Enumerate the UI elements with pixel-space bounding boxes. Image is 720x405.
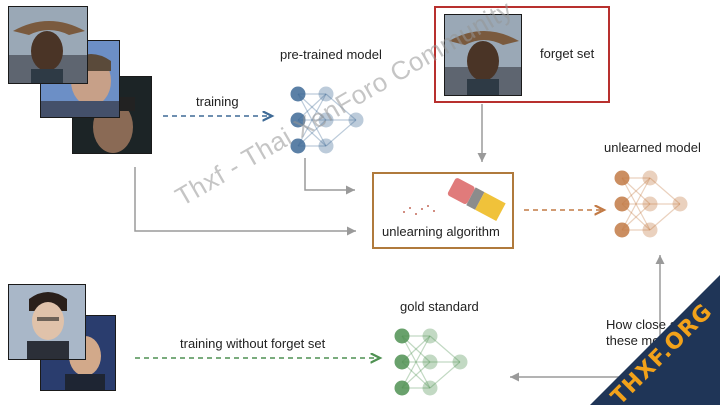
pretrained-model-network-icon bbox=[290, 86, 364, 154]
unlearned-model-label: unlearned model bbox=[604, 140, 701, 155]
training-without-forget-label: training without forget set bbox=[180, 336, 326, 351]
network-node bbox=[318, 86, 334, 102]
unlearning-algorithm-box: unlearning algorithm bbox=[372, 172, 514, 249]
network-node bbox=[614, 222, 630, 238]
forget-set-label: forget set bbox=[540, 46, 595, 61]
network-node bbox=[348, 112, 364, 128]
network-node bbox=[614, 170, 630, 186]
network-node bbox=[290, 86, 306, 102]
network-node bbox=[318, 138, 334, 154]
network-node bbox=[290, 138, 306, 154]
network-node bbox=[642, 196, 658, 212]
network-edge bbox=[325, 93, 357, 121]
network-edge bbox=[621, 177, 651, 231]
forget-set-box: forget set bbox=[434, 6, 610, 103]
pretrained-model-label: pre-trained model bbox=[280, 47, 382, 62]
site-badge: THXF.ORG bbox=[590, 275, 720, 405]
network-node bbox=[394, 380, 410, 396]
network-node bbox=[422, 328, 438, 344]
network-node bbox=[614, 196, 630, 212]
network-edge bbox=[621, 177, 651, 231]
eraser-icon bbox=[403, 178, 506, 222]
network-edge bbox=[429, 361, 461, 389]
network-node bbox=[452, 354, 468, 370]
network-node bbox=[422, 354, 438, 370]
network-edge bbox=[401, 335, 431, 389]
network-edge bbox=[297, 93, 327, 147]
face-photo bbox=[8, 6, 88, 84]
network-node bbox=[672, 196, 688, 212]
network-edge bbox=[649, 203, 681, 231]
network-edge bbox=[401, 335, 431, 389]
unlearning-algorithm-label: unlearning algorithm bbox=[382, 224, 500, 239]
network-edge bbox=[429, 335, 461, 363]
network-node bbox=[318, 112, 334, 128]
unlearned-model-network-icon bbox=[614, 170, 688, 238]
gold-standard-network-icon bbox=[394, 328, 468, 396]
network-node bbox=[642, 170, 658, 186]
network-node bbox=[394, 354, 410, 370]
badge-background bbox=[590, 275, 720, 405]
network-edge bbox=[297, 93, 327, 147]
pretrained-to-algorithm-arrow bbox=[304, 158, 355, 195]
network-edge bbox=[325, 119, 357, 147]
training-label: training bbox=[196, 94, 239, 109]
network-node bbox=[394, 328, 410, 344]
face-photo bbox=[8, 284, 86, 360]
face-photo bbox=[444, 14, 522, 96]
gold-standard-label: gold standard bbox=[400, 299, 479, 314]
network-edge bbox=[649, 177, 681, 205]
network-node bbox=[642, 222, 658, 238]
data-to-algorithm-arrow bbox=[134, 167, 356, 236]
network-node bbox=[290, 112, 306, 128]
network-node bbox=[422, 380, 438, 396]
